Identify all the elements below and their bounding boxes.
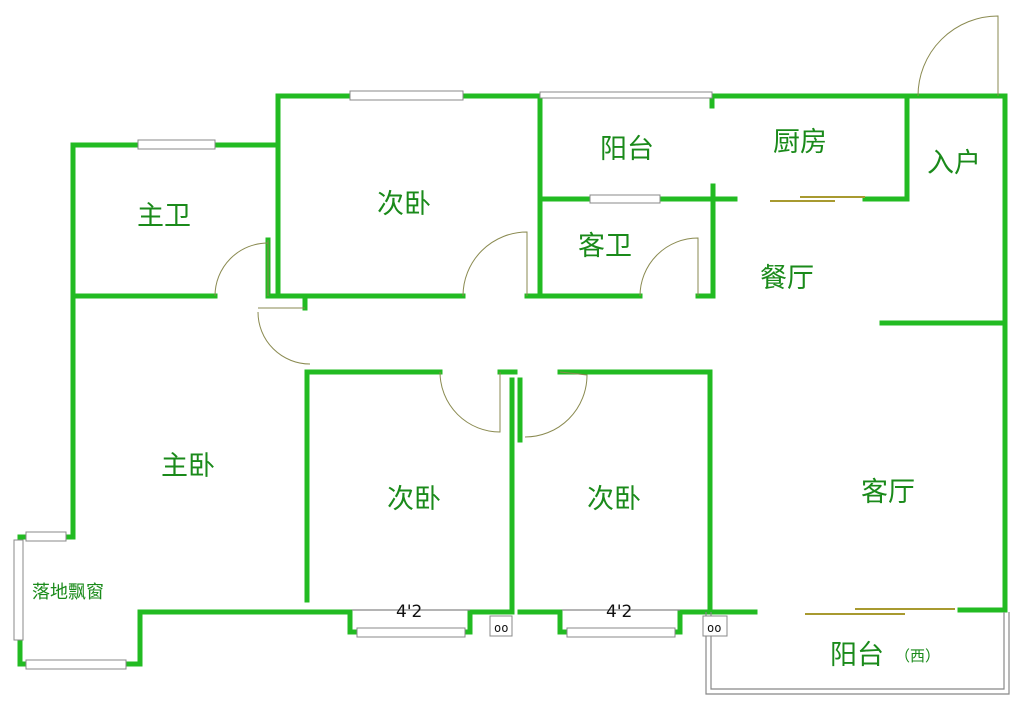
room-label-bedroom-south-left: 次卧 [387,484,441,515]
room-label-master-bedroom: 主卧 [161,451,215,482]
room-label-bay-window: 落地飘窗 [32,582,104,603]
window-bay-bottom [25,659,127,670]
windows [13,90,713,670]
ac-symbol-right: oo [707,621,721,635]
window-bay-top [25,531,67,542]
doors [214,15,999,615]
room-label-balcony-west-note: （西） [895,647,940,665]
window-master-bath [137,139,216,150]
room-labels: 主卫 次卧 阳台 厨房 入户 客卫 餐厅 主卧 次卧 次卧 客厅 落地飘窗 阳台… [32,127,981,671]
room-label-balcony-west: 阳台 [830,640,884,671]
window-bedroom-north [349,90,464,101]
door-bedroom-north [462,231,528,297]
dimension-window-right: 4'2 [606,602,632,622]
balcony-outline [705,612,1010,695]
walls [17,93,1008,667]
door-guest-bath [639,237,699,297]
window-balcony-north [539,91,713,99]
room-label-balcony-north: 阳台 [600,134,654,165]
room-label-guest-bath: 客卫 [578,231,632,262]
sliding-door-living [805,608,955,615]
window-bay-left [13,539,24,641]
window-south-left [356,627,466,638]
dimension-window-left: 4'2 [396,602,422,622]
room-label-master-bath: 主卫 [137,201,191,232]
door-bedroom-south-left [439,371,501,433]
room-label-living-room: 客厅 [861,477,915,508]
door-master-bath [214,242,269,297]
ac-unit-right [702,615,728,637]
room-label-bedroom-north: 次卧 [377,189,431,220]
window-south-right [566,627,676,638]
door-bedroom-south-right [524,371,588,438]
sliding-door-kitchen [770,196,865,202]
window-guest-bath [589,194,661,204]
door-entrance [917,15,999,97]
dimension-labels: 4'2 4'2 [396,602,632,622]
room-label-dining: 餐厅 [760,263,814,294]
ac-symbol-left: oo [494,621,508,635]
ac-unit-left [489,615,513,637]
room-label-kitchen: 厨房 [773,127,827,158]
door-master-bedroom [257,307,311,365]
room-label-bedroom-south-right: 次卧 [587,484,641,515]
ac-markers: oo oo [489,615,728,637]
room-label-entrance: 入户 [927,148,981,179]
